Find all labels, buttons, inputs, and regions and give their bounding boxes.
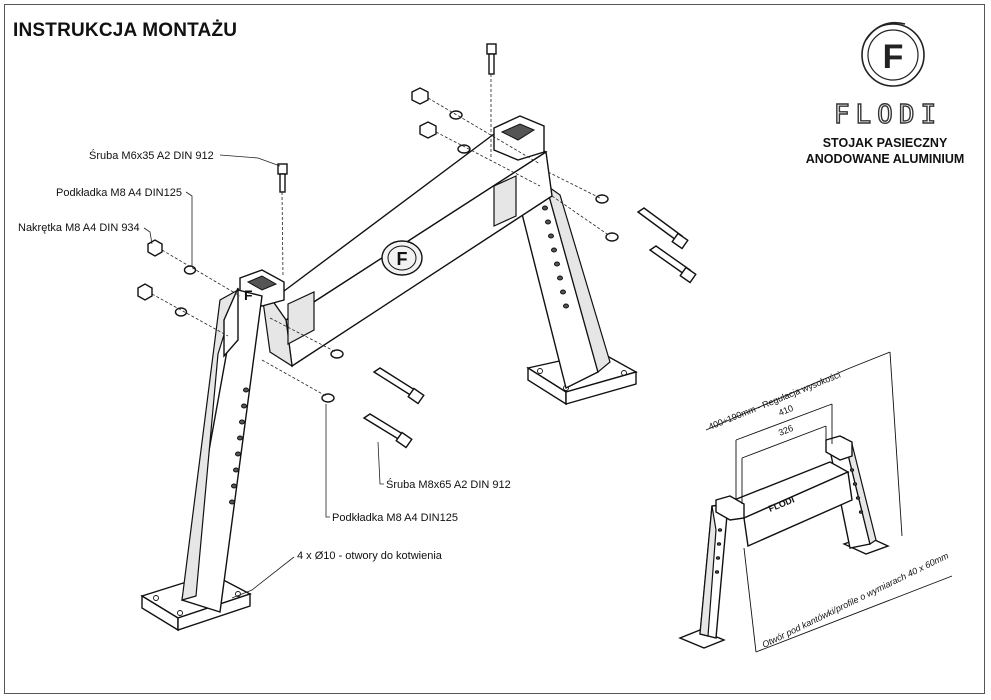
logo-letter: F bbox=[883, 38, 904, 76]
svg-text:F: F bbox=[244, 287, 253, 303]
nuts-washers-right bbox=[411, 87, 541, 187]
width-outer-label: 410 bbox=[777, 403, 795, 418]
svg-text:F: F bbox=[397, 249, 408, 269]
brand-wordmark: FLODI bbox=[834, 100, 942, 130]
profile-opening-label: Otwór pod kantówki/profile o wymiarach 4… bbox=[760, 550, 950, 650]
callout-anchor-holes: 4 x Ø10 - otwory do kotwienia bbox=[297, 550, 442, 562]
back-leg-holes bbox=[542, 205, 569, 309]
nuts-washers-left bbox=[137, 239, 241, 337]
back-right-leg bbox=[515, 183, 638, 406]
callout-screw-m8: Śruba M8x65 A2 DIN 912 bbox=[386, 479, 511, 491]
screw-m6-top bbox=[277, 43, 497, 277]
front-leg-holes bbox=[229, 387, 249, 505]
product-material: ANODOWANE ALUMINIUM bbox=[805, 152, 965, 166]
bolts-front bbox=[261, 317, 425, 449]
front-left-leg: F bbox=[140, 287, 263, 632]
callout-nut: Nakrętka M8 A4 DIN 934 bbox=[18, 222, 140, 234]
callout-washer-top: Podkładka M8 A4 DIN125 bbox=[56, 187, 182, 199]
callout-screw-m6: Śruba M6x35 A2 DIN 912 bbox=[89, 150, 214, 162]
bolts-right bbox=[547, 171, 697, 284]
f-emblem-icon: F bbox=[381, 240, 423, 276]
callout-leaders bbox=[143, 154, 384, 599]
product-name: STOJAK PASIECZNY bbox=[822, 136, 948, 150]
height-range-label: 400÷190mm - Regulacja wysokości bbox=[707, 370, 842, 432]
page-title: INSTRUKCJA MONTAŻU bbox=[13, 20, 238, 41]
callout-washer-bottom: Podkładka M8 A4 DIN125 bbox=[332, 512, 458, 524]
drawing-frame bbox=[4, 4, 985, 694]
flodi-logo-icon: F bbox=[861, 21, 925, 87]
dimension-view: FLODI 400÷190mm - Regulacja wysokości 41… bbox=[678, 351, 953, 653]
width-inner-label: 326 bbox=[777, 423, 795, 438]
crossbeam: F bbox=[239, 115, 553, 368]
